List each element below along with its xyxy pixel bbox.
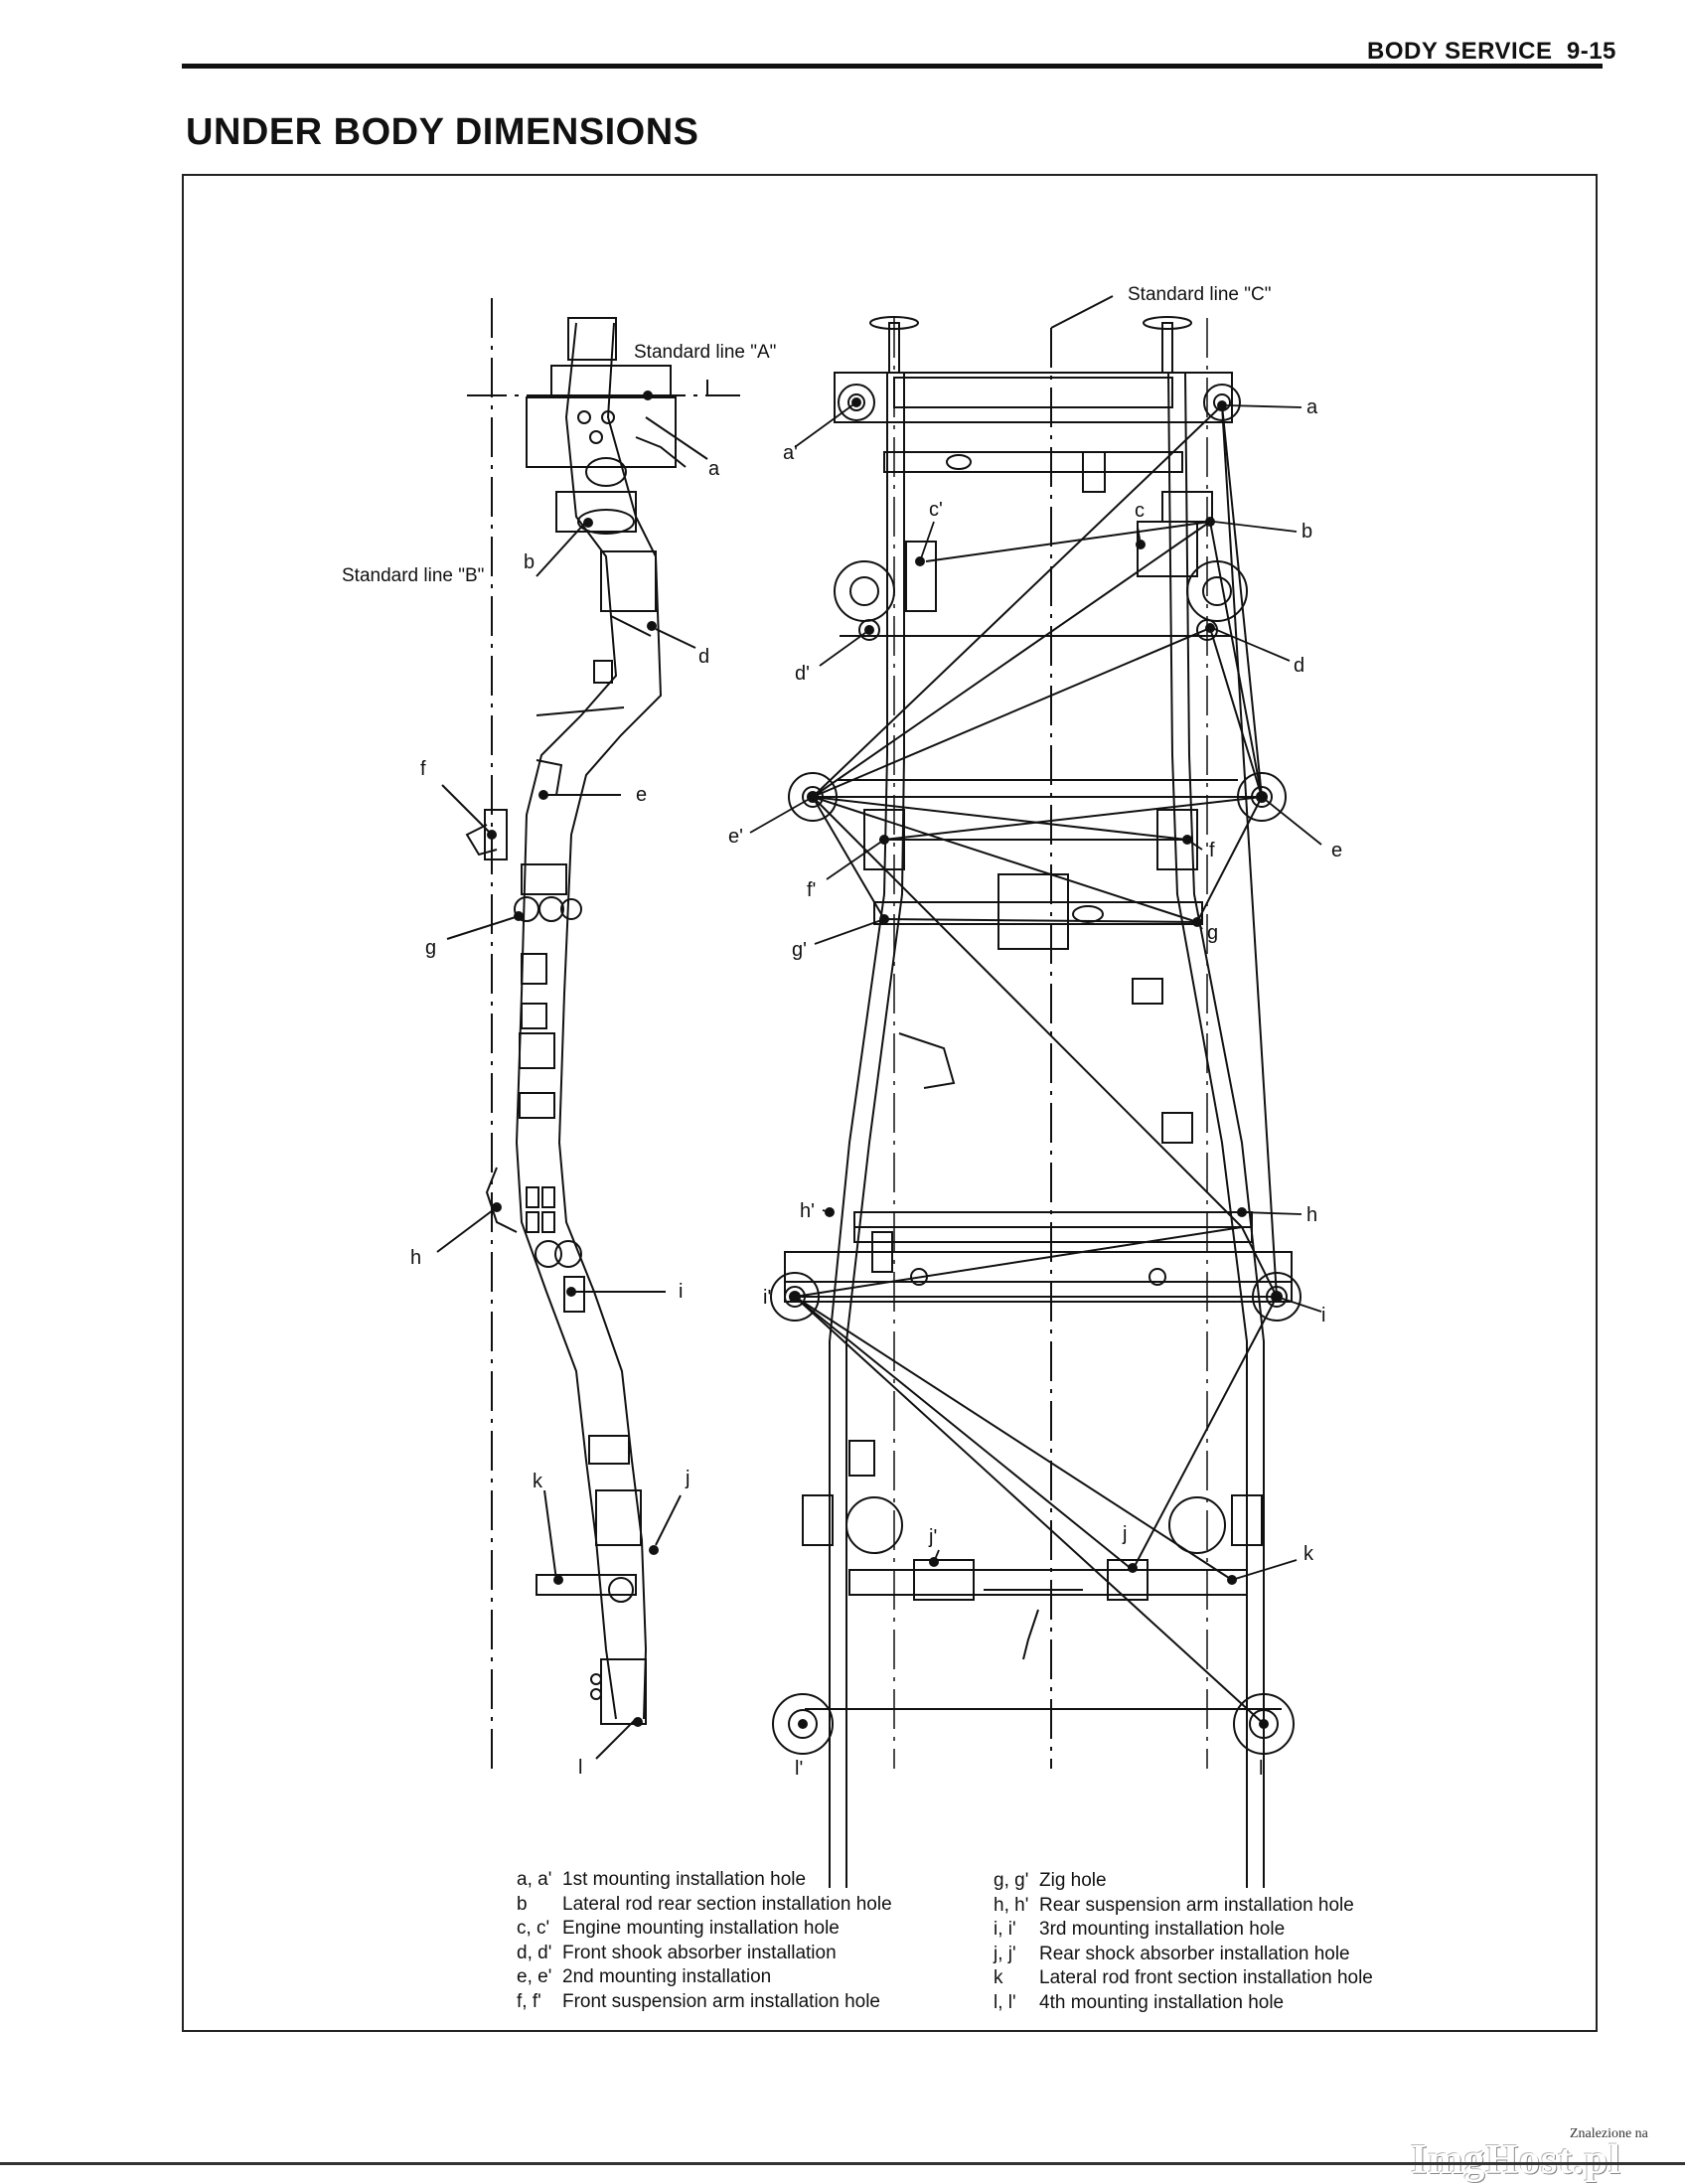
standard-line-c-label: Standard line "C" xyxy=(1128,284,1271,305)
legend-item: i, i'3rd mounting installation hole xyxy=(994,1919,1286,1940)
top-label-i-prime: i' xyxy=(763,1287,771,1309)
legend-item: f, f'Front suspension arm installation h… xyxy=(517,1990,881,2012)
top-label-e-prime: e' xyxy=(728,826,743,848)
top-label-i: i xyxy=(1321,1305,1325,1326)
top-label-k: k xyxy=(1303,1543,1314,1565)
top-label-l-prime: l' xyxy=(795,1758,803,1780)
top-label-l: l xyxy=(1259,1758,1263,1780)
side-label-f: f xyxy=(420,758,426,780)
standard-line-a-label: Standard line "A" xyxy=(634,342,776,363)
legend-item: d, d'Front shook absorber installation xyxy=(517,1942,837,1963)
standard-line-b-label: Standard line "B" xyxy=(342,565,484,586)
side-label-j: j xyxy=(685,1468,689,1489)
top-label-f-prime: f' xyxy=(807,879,816,901)
side-label-k: k xyxy=(533,1471,543,1492)
header-rule xyxy=(182,64,1603,69)
side-label-i: i xyxy=(679,1281,683,1303)
top-label-g-prime: g' xyxy=(792,939,807,961)
top-label-g: g xyxy=(1207,922,1218,944)
page-title: UNDER BODY DIMENSIONS xyxy=(186,111,699,153)
legend-item: j, j'Rear shock absorber installation ho… xyxy=(994,1943,1350,1964)
top-label-d: d xyxy=(1294,655,1304,677)
legend-item: h, h'Rear suspension arm installation ho… xyxy=(994,1894,1354,1916)
legend-right: g, g'Zig hole h, h'Rear suspension arm i… xyxy=(994,1869,1373,2015)
top-label-a-prime: a' xyxy=(783,442,798,464)
top-label-c-prime: c' xyxy=(929,499,943,521)
figure-frame xyxy=(182,174,1598,2032)
top-label-f: f xyxy=(1209,840,1215,861)
top-label-c: c xyxy=(1135,500,1145,522)
top-label-j-prime: j' xyxy=(928,1526,937,1548)
top-label-j: j xyxy=(1122,1523,1127,1545)
legend-item: a, a'1st mounting installation hole xyxy=(517,1869,807,1890)
side-label-a: a xyxy=(708,458,720,480)
top-label-h: h xyxy=(1306,1204,1317,1226)
legend-item: c, c'Engine mounting installation hole xyxy=(517,1918,840,1939)
top-label-h-prime: h' xyxy=(800,1200,815,1222)
top-label-b: b xyxy=(1302,521,1312,543)
side-label-b: b xyxy=(524,551,535,573)
side-label-h: h xyxy=(410,1247,421,1269)
watermark-logo: ImgHost.pl xyxy=(1411,2137,1621,2183)
side-label-g: g xyxy=(425,937,436,959)
top-label-a: a xyxy=(1306,396,1318,418)
top-label-d-prime: d' xyxy=(795,663,810,685)
legend-item: e, e'2nd mounting installation xyxy=(517,1966,772,1987)
section-name: BODY SERVICE xyxy=(1367,38,1553,65)
bottom-edge-line xyxy=(0,2162,1685,2165)
legend-item: g, g'Zig hole xyxy=(994,1870,1107,1891)
legend-item: l, l'4th mounting installation hole xyxy=(994,1991,1285,2013)
side-label-e: e xyxy=(636,784,647,806)
watermark-caption: Znalezione na xyxy=(1570,2126,1648,2141)
side-label-d: d xyxy=(698,646,709,668)
side-label-l: l xyxy=(578,1757,582,1779)
page-number: 9-15 xyxy=(1566,38,1616,65)
header-title: BODY SERVICE 9-15 xyxy=(1367,38,1616,66)
top-label-e: e xyxy=(1331,840,1342,861)
diagram-labels: Standard line "A" Standard line "B" Stan… xyxy=(342,284,1342,1780)
